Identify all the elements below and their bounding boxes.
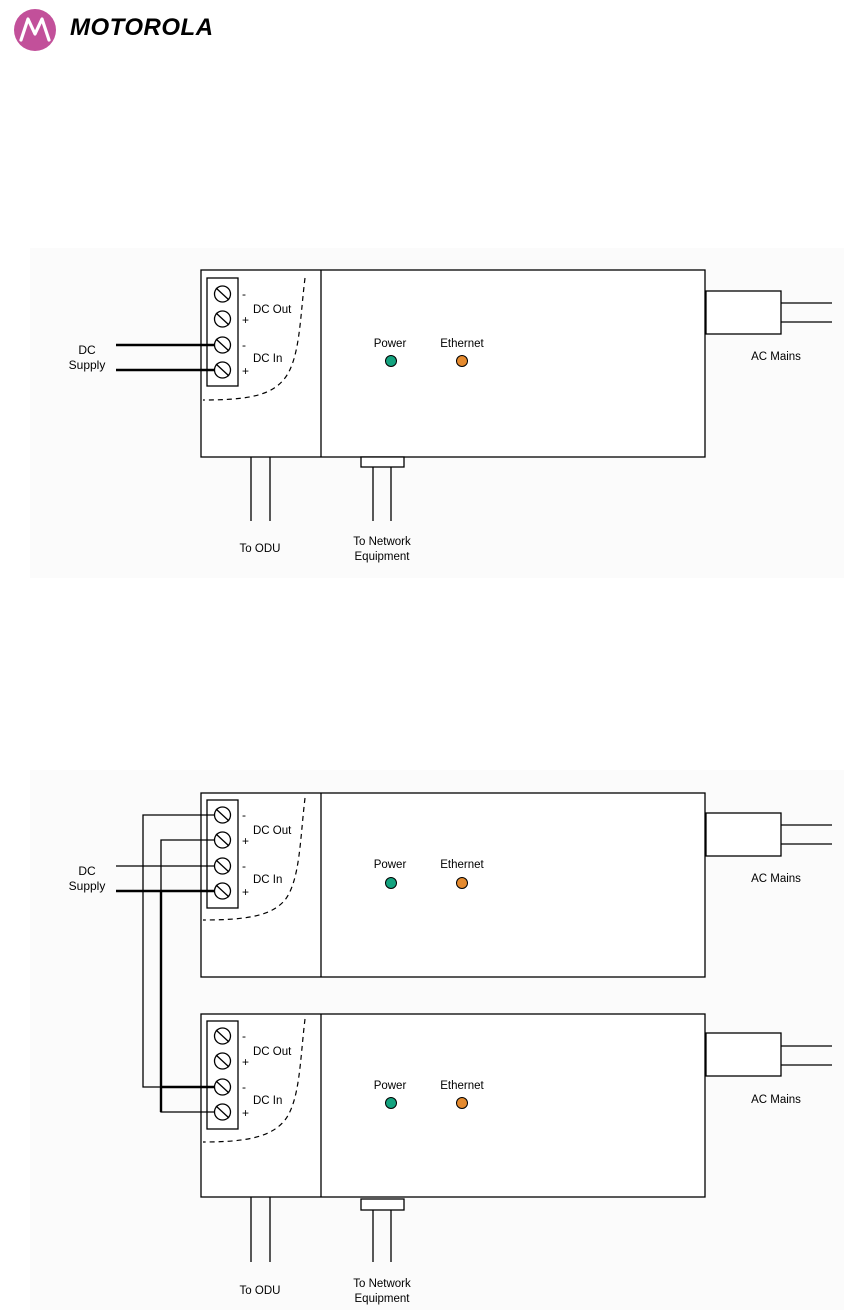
dc-supply-label-line2: Supply xyxy=(69,879,106,893)
power-led-label: Power xyxy=(374,338,407,350)
terminal-polarity: - xyxy=(242,859,246,873)
brand-name: MOTOROLA xyxy=(70,14,214,42)
terminal-screw xyxy=(215,311,231,327)
dc-in-label: DC In xyxy=(253,1095,282,1107)
dc-out-label: DC Out xyxy=(253,304,292,316)
to-network-label-line1: To Network xyxy=(353,536,411,548)
terminal-screw xyxy=(215,858,231,874)
terminal-polarity: - xyxy=(242,1029,246,1043)
dc-in-label: DC In xyxy=(253,874,282,886)
page-header: MOTOROLA xyxy=(0,0,844,60)
terminal-polarity: + xyxy=(242,1106,249,1120)
power-led-icon xyxy=(386,878,397,889)
terminal-screw xyxy=(215,883,231,899)
terminal-screw xyxy=(215,362,231,378)
dc-in-label: DC In xyxy=(253,353,282,365)
to-odu-label: To ODU xyxy=(240,543,281,555)
network-port xyxy=(361,457,404,467)
terminal-polarity: - xyxy=(242,808,246,822)
terminal-screw xyxy=(215,337,231,353)
terminal-polarity: - xyxy=(242,287,246,301)
dc-supply-label-line2: Supply xyxy=(69,358,106,372)
dc-out-label: DC Out xyxy=(253,825,292,837)
terminal-screw xyxy=(215,286,231,302)
ethernet-led-icon xyxy=(457,878,468,889)
terminal-screw xyxy=(215,1079,231,1095)
power-led-label: Power xyxy=(374,1080,407,1092)
diagram-daisy-chain: - + - + DC Out DC In Power Ethernet AC M… xyxy=(0,770,844,1310)
dc-supply-label-line1: DC xyxy=(78,343,96,357)
terminal-polarity: + xyxy=(242,885,249,899)
terminal-screw xyxy=(215,807,231,823)
ac-mains-plug xyxy=(706,813,781,856)
to-network-label-line2: Equipment xyxy=(355,1293,411,1305)
ethernet-led-icon xyxy=(457,1098,468,1109)
motorola-logo-icon xyxy=(13,8,57,52)
terminal-screw xyxy=(215,1053,231,1069)
to-network-label-line1: To Network xyxy=(353,1278,411,1290)
ac-mains-plug xyxy=(706,291,781,334)
terminal-polarity: + xyxy=(242,313,249,327)
terminal-polarity: + xyxy=(242,1055,249,1069)
power-led-label: Power xyxy=(374,859,407,871)
ac-mains-plug xyxy=(706,1033,781,1076)
diagram-single-unit-svg: - + - + DC Out DC In DC Supply Power Eth… xyxy=(0,248,844,578)
terminal-polarity: - xyxy=(242,338,246,352)
ethernet-led-icon xyxy=(457,356,468,367)
dc-supply-label-line1: DC xyxy=(78,864,96,878)
terminal-screw xyxy=(215,832,231,848)
power-led-icon xyxy=(386,1098,397,1109)
terminal-screw xyxy=(215,1104,231,1120)
diagram-daisy-chain-svg: - + - + DC Out DC In Power Ethernet AC M… xyxy=(0,770,844,1310)
ac-mains-label: AC Mains xyxy=(751,351,801,363)
ethernet-led-label: Ethernet xyxy=(440,338,484,350)
terminal-polarity: + xyxy=(242,364,249,378)
ac-mains-label: AC Mains xyxy=(751,873,801,885)
diagram-single-unit: - + - + DC Out DC In DC Supply Power Eth… xyxy=(0,248,844,578)
to-network-label-line2: Equipment xyxy=(355,551,411,563)
dc-out-label: DC Out xyxy=(253,1046,292,1058)
ac-mains-label: AC Mains xyxy=(751,1094,801,1106)
power-led-icon xyxy=(386,356,397,367)
network-port xyxy=(361,1199,404,1210)
to-odu-label: To ODU xyxy=(240,1285,281,1297)
terminal-polarity: - xyxy=(242,1080,246,1094)
terminal-polarity: + xyxy=(242,834,249,848)
ethernet-led-label: Ethernet xyxy=(440,859,484,871)
terminal-screw xyxy=(215,1028,231,1044)
ethernet-led-label: Ethernet xyxy=(440,1080,484,1092)
